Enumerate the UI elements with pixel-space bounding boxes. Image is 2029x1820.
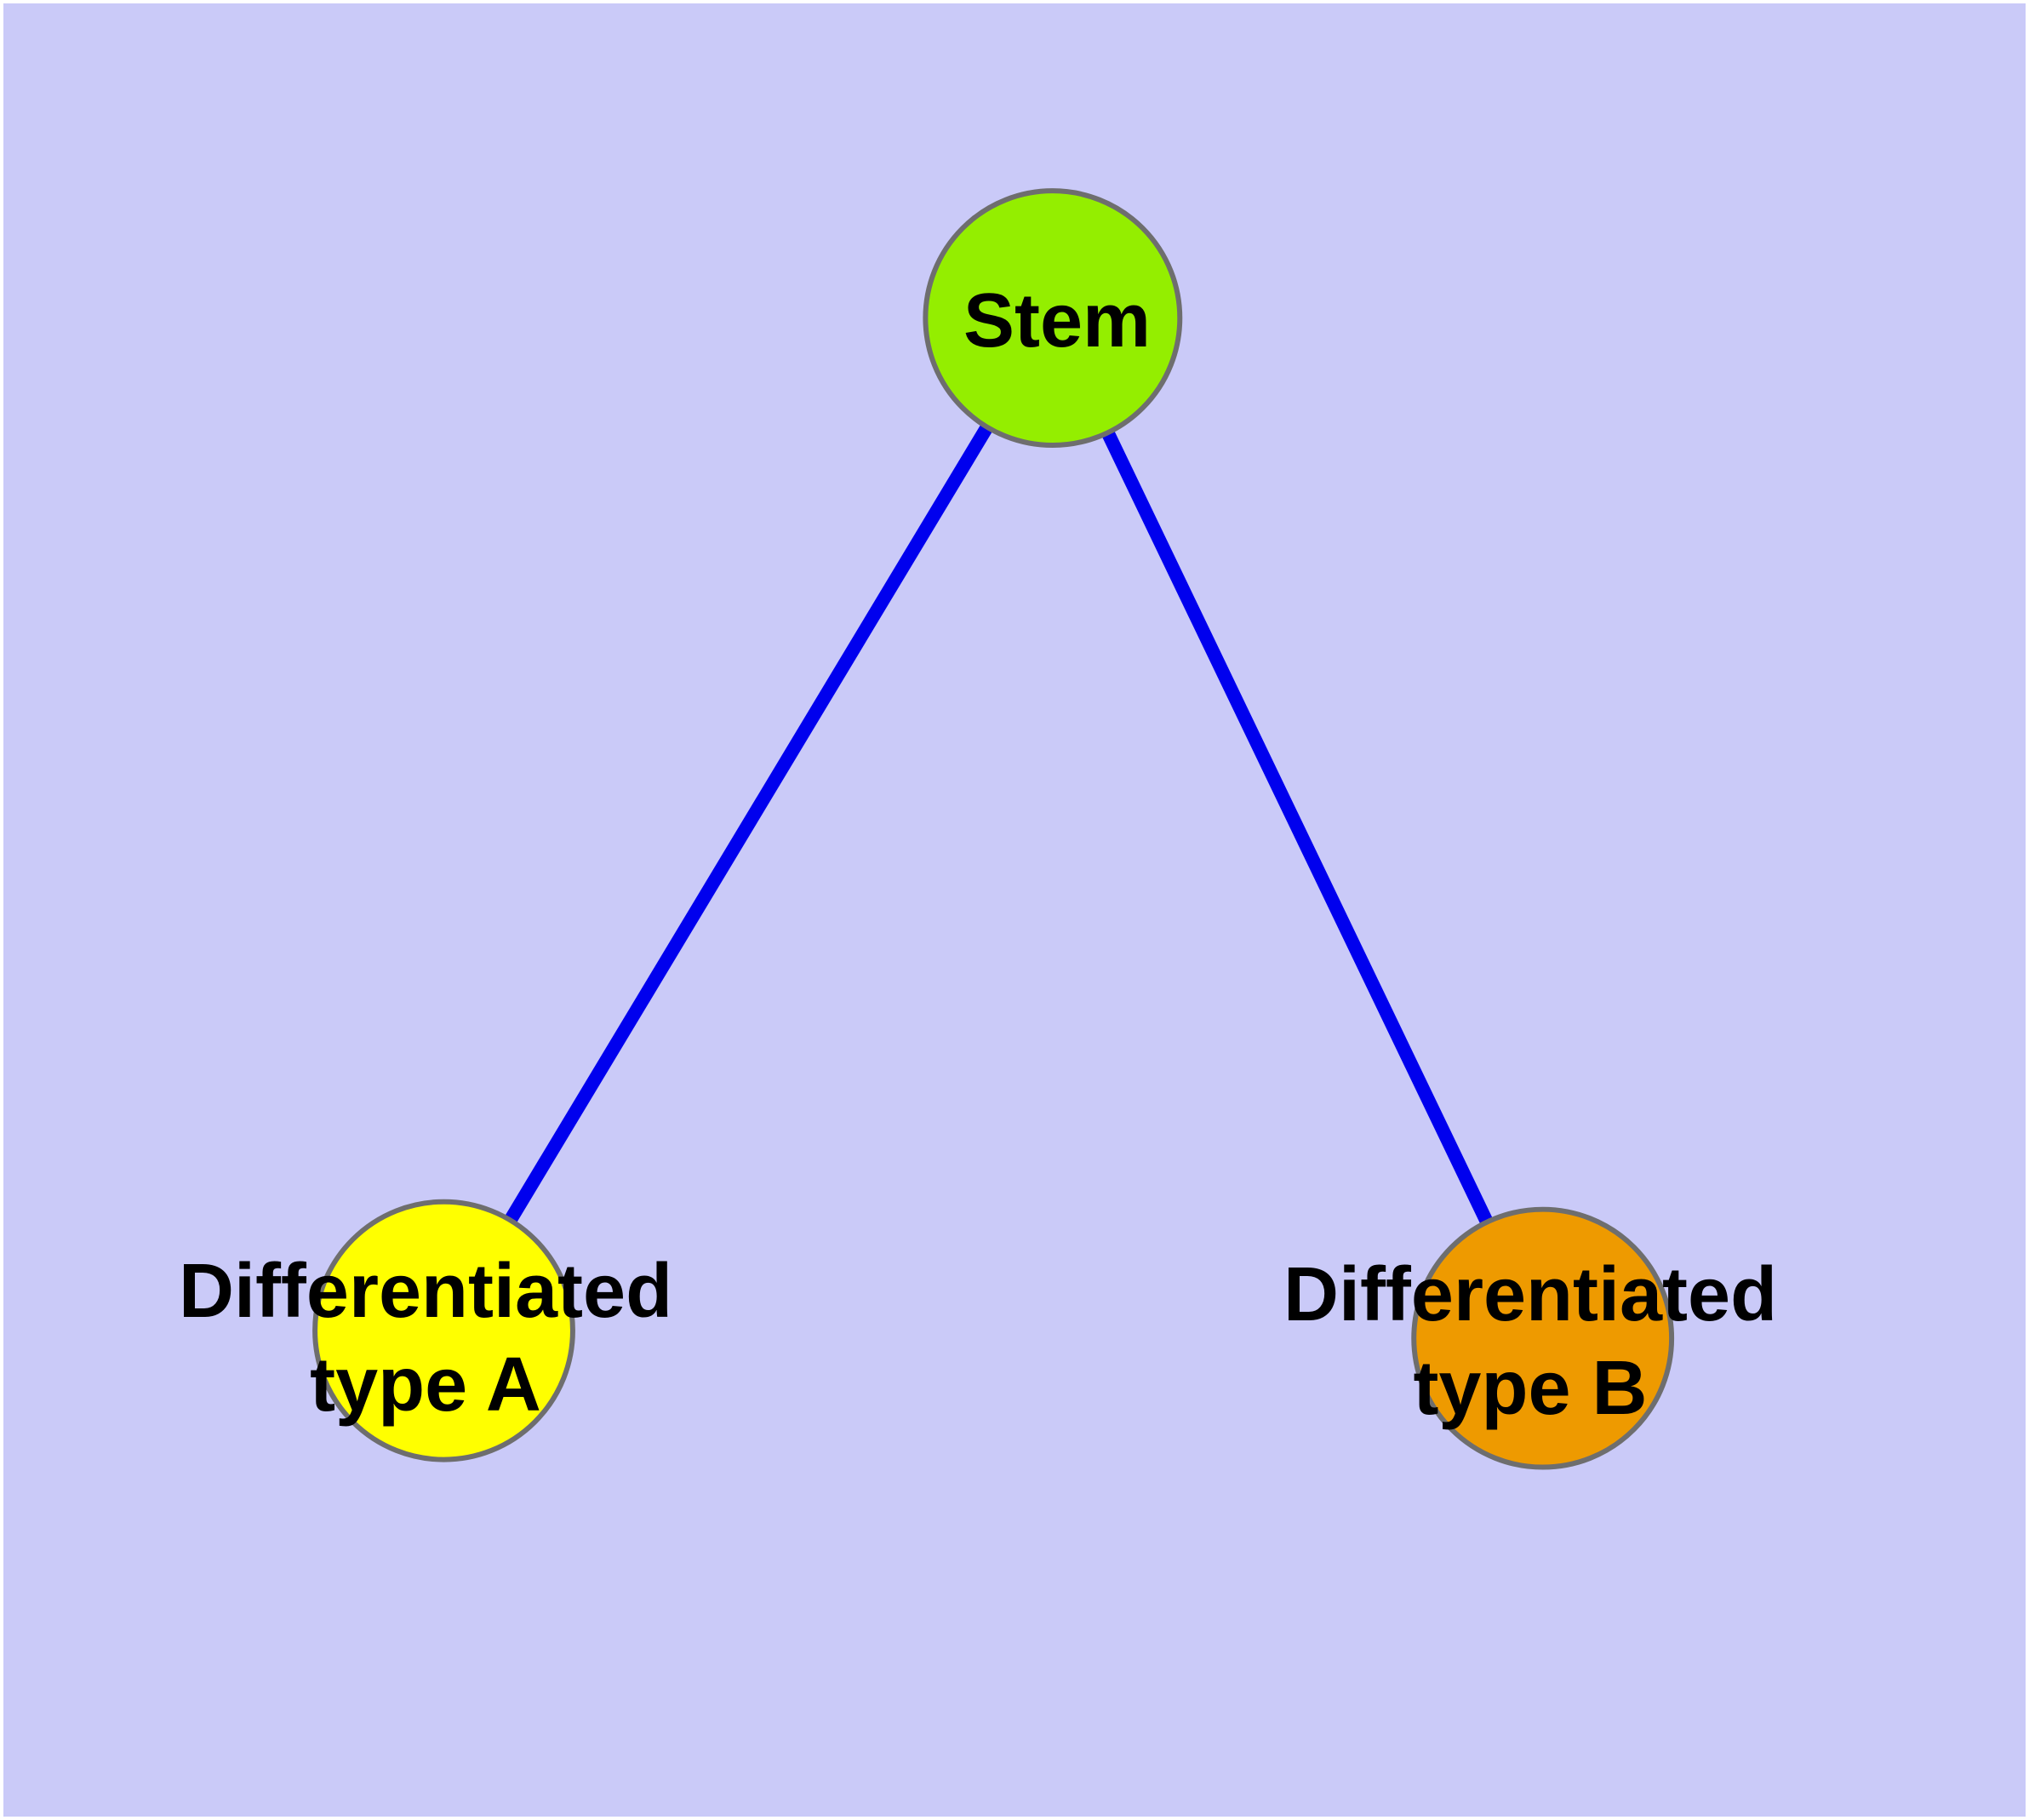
node-circle-diff-b [1411,1206,1675,1470]
node-label-stem: Stem [963,278,1152,363]
node-circle-diff-a [312,1199,575,1462]
node-label-diff-a: Differentiated type A [178,1249,673,1428]
graph-svg [312,188,1675,1470]
node-label-diff-b: Differentiated type B [1283,1252,1778,1431]
edge-stem-diff-b [1046,315,1549,1342]
node-circle-stem [923,188,1183,449]
edge-stem-diff-a [437,314,1059,1335]
